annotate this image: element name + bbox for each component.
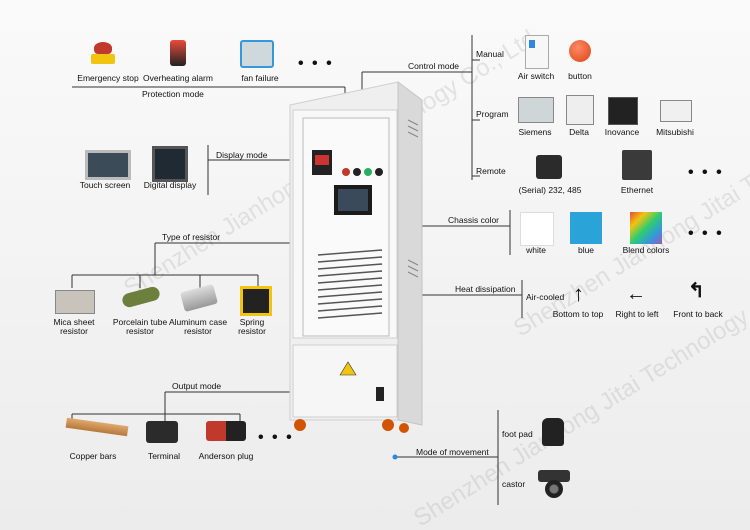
movement-item-foot-pad: foot pad [502,429,533,439]
remote-item-serial: (Serial) 232, 485 [518,185,582,195]
control-remote-label: Remote [476,166,506,176]
resistor-item-porcelain-tube: Porcelain tube resistor [112,317,168,337]
chassis-swatch-blue [570,212,602,244]
castor-wheel-icon [545,480,563,498]
heat-item-front-to-back: Front to back [673,309,723,319]
display-item-digital-display: Digital display [143,180,197,190]
ethernet-module-icon [622,150,652,180]
output-mode-title: Output mode [172,381,222,391]
heat-item-bottom-to-top: Bottom to top [552,309,604,319]
siemens-plc-icon [518,97,554,123]
control-program-label: Program [476,109,509,119]
output-item-terminal: Terminal [147,451,181,461]
chassis-swatch-white [520,212,554,246]
program-item-inovance: Inovance [604,127,640,137]
protection-mode-title: Protection mode [142,89,204,99]
arrow-up-icon: ↑ [573,281,584,306]
touch-screen-icon [85,150,131,180]
display-item-touch-screen: Touch screen [79,180,131,190]
foot-pad-icon [542,418,564,446]
protection-item-fan-failure: fan failure [241,73,279,83]
output-item-copper-bars: Copper bars [69,451,117,461]
resistor-item-aluminum-case: Aluminum case resistor [168,317,228,337]
emergency-stop-base-icon [91,54,115,64]
chassis-more-icon: • • • [688,225,724,242]
control-manual-label: Manual [476,49,504,59]
delta-plc-icon [566,95,594,125]
movement-mode-title: Mode of movement [416,447,489,457]
more-icon: • • • [298,55,334,72]
program-item-delta: Delta [569,127,589,137]
mica-sheet-resistor-icon [55,290,95,314]
resistor-item-spring: Spring resistor [238,317,266,337]
program-item-siemens: Siemens [518,127,552,137]
cabinet [289,81,423,433]
arrow-curve-icon: ↰ [688,280,705,302]
remote-item-ethernet: Ethernet [620,185,654,195]
output-more-icon: • • • [258,429,294,446]
alarm-buzzer-icon [170,40,186,66]
manual-item-air-switch: Air switch [517,71,555,81]
chassis-item-blend: Blend colors [622,245,670,255]
manual-item-button: button [568,71,592,81]
inovance-plc-icon [608,97,638,125]
resistor-type-title: Type of resistor [162,232,221,242]
mitsubishi-plc-icon [660,100,692,122]
remote-more-icon: • • • [688,164,724,181]
heat-air-cooled-label: Air-cooled [526,292,565,302]
chassis-item-white: white [526,245,546,255]
arrow-left-icon: ← [626,283,646,305]
emergency-stop-icon [94,42,112,54]
chassis-color-title: Chassis color [448,215,500,225]
button-icon [569,40,591,62]
heat-item-right-to-left: Right to left [615,309,659,319]
digital-display-icon [152,146,188,182]
heat-dissipation-title: Heat dissipation [455,284,516,294]
anderson-plug-icon [206,421,246,441]
protection-item-overheating-alarm: Overheating alarm [143,73,213,83]
fan-failure-controller-icon [240,40,274,68]
resistor-item-mica-sheet: Mica sheet resistor [53,317,95,337]
serial-converter-icon [536,155,562,179]
control-mode-title: Control mode [408,61,460,71]
chassis-item-blue: blue [577,245,595,255]
spring-resistor-icon [240,286,272,316]
output-item-anderson-plug: Anderson plug [198,451,254,461]
program-item-mitsubishi: Mitsubishi [656,127,694,137]
display-mode-title: Display mode [216,150,268,160]
chassis-swatch-blend [630,212,662,244]
castor-mount-icon [538,470,570,482]
movement-item-castor: castor [502,479,526,489]
air-switch-lever-icon [529,40,535,48]
terminal-icon [146,421,178,443]
protection-item-emergency-stop: Emergency stop [77,73,139,83]
